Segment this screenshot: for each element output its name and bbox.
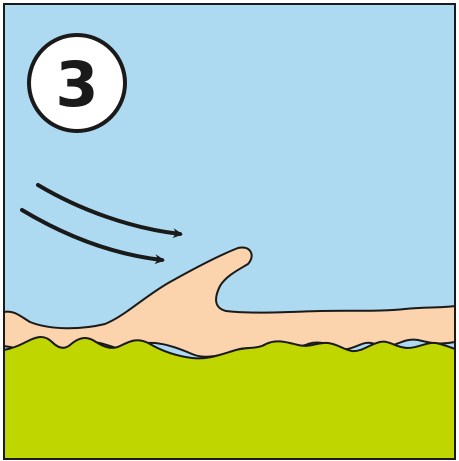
step-number: 3 <box>55 48 98 121</box>
step-badge: 3 <box>29 35 125 131</box>
grass-ground <box>4 337 455 459</box>
